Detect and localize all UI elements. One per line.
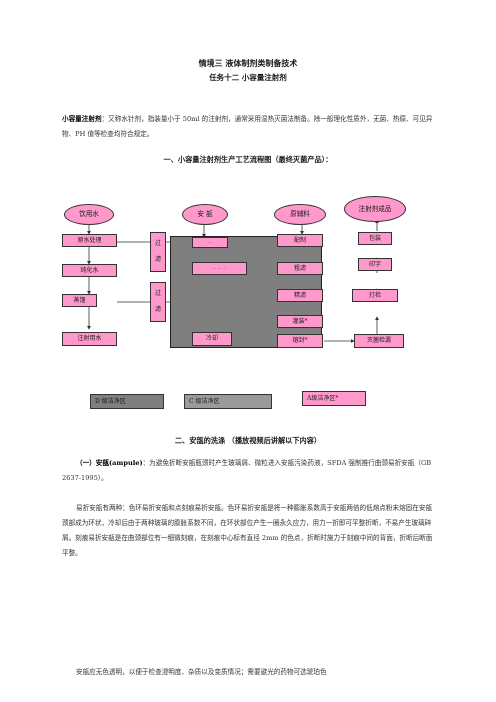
zone-d-legend: D 级洁净区: [90, 394, 164, 409]
filter2-char-b: 滤: [154, 306, 161, 313]
process-flow-diagram: 饮用水 安 瓿 原辅料 注射剂成品 原水处理 纯化水 蒸馏 注射用水 过 滤 过…: [62, 174, 434, 414]
cool-step: 冷却: [192, 332, 232, 346]
ampoule-step-1: ···: [192, 237, 228, 248]
intro-text: ：又称水针剂，指装量小于 50ml 的注射剂，通常采用湿热灭菌法制备。除一般理化…: [62, 115, 433, 138]
ampoule-paragraph: （一）安瓿(ampule)：为避免折断安瓿瓶颈时产生玻璃屑、微粒进入安瓿污染药液…: [62, 456, 434, 486]
print-step: 印字: [358, 258, 392, 271]
product-node: 注射剂成品: [344, 196, 406, 222]
seal-step: 熔封*: [277, 334, 323, 348]
intro-paragraph: 小容量注射剂：又称水针剂，指装量小于 50ml 的注射剂，通常采用湿热灭菌法制备…: [62, 112, 434, 142]
section1-title: 一、小容量注射剂生产工艺流程图（最终灭菌产品）：: [163, 155, 333, 164]
zone-a-legend: A级洁净区*: [302, 391, 366, 406]
intro-term: 小容量注射剂: [62, 115, 102, 123]
pretreat-step: 原水处理: [62, 234, 117, 247]
ampoule-lead: （一）安瓿(ampule): [76, 459, 143, 467]
document-title: 情境三 液体制剂类制备技术: [198, 59, 298, 68]
ampoule-text: ：为避免折断安瓿瓶颈时产生玻璃屑、微粒进入安瓿污染药液，SFDA 强制推行曲颈易…: [62, 459, 432, 482]
distill-step: 蒸馏: [62, 294, 97, 307]
filter1-char-a: 过: [154, 240, 161, 247]
fine-filter-step: 精滤: [277, 289, 323, 302]
purified-water-step: 纯化水: [62, 264, 117, 277]
wfi-step: 注射用水: [62, 332, 117, 346]
filter-box-2: 过 滤: [150, 282, 166, 322]
pack-step: 包装: [358, 232, 392, 245]
document-subtitle: 任务十二 小容量注射剂: [209, 73, 287, 82]
ampoule-step-2: ··· ··· ···: [192, 262, 247, 275]
coarse-filter-step: 粗滤: [277, 262, 323, 275]
filter1-char-b: 滤: [154, 256, 161, 263]
ampoule-node: 安 瓿: [182, 204, 228, 225]
prepare-step: 配制: [277, 234, 323, 247]
sterilize-step: 灭菌检漏: [354, 334, 404, 348]
raw-material-node: 原辅料: [274, 204, 326, 225]
section2-title: 二、安瓿的洗涤 （播放视频后讲解以下内容）: [174, 436, 322, 445]
easy-break-paragraph: 易折安瓿有两种：色环易折安瓿和点刻痕易折安瓿。色环易折安瓿是将一种膨胀系数高于安…: [62, 504, 433, 557]
fill-step: 灌装*: [277, 315, 323, 328]
inspect-step: 灯检: [352, 289, 398, 302]
filter-box-1: 过 滤: [150, 232, 166, 272]
ampoule-color-paragraph: 安瓿应无色透明，以便于检查澄明度、杂质以及变质情况；需要避光的药物可选琥珀色: [76, 668, 327, 676]
water-source-node: 饮用水: [64, 204, 114, 225]
zone-c-legend: C 级洁净区: [184, 394, 272, 409]
filter2-char-a: 过: [154, 290, 161, 297]
